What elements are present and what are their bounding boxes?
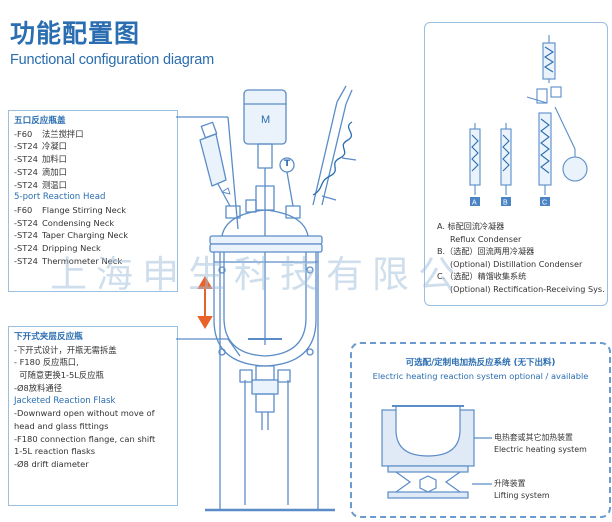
stirring-neck xyxy=(255,185,275,211)
flask-line-zh: 可随意更换1-5L反应瓶 xyxy=(14,370,104,381)
lift-platform xyxy=(387,465,469,473)
motor-label: M xyxy=(261,114,271,126)
heater-flask xyxy=(395,406,461,457)
thermometer-stem xyxy=(286,171,294,207)
heater-label-en: Electric heating system xyxy=(494,444,587,454)
flask-title-zh: 下开式夹层反应瓶 xyxy=(14,332,83,342)
callout-line xyxy=(227,338,241,357)
flask-line-zh: - F180 反应瓶口, xyxy=(14,357,79,368)
receiving-flask xyxy=(562,156,588,182)
heater-label-zh: 电热套或其它加热装置 xyxy=(494,433,573,442)
lift-label-zh: 升降装置 xyxy=(494,479,526,488)
option-b-en: (Optional) Distillation Condenser xyxy=(450,258,583,269)
badge-c: C xyxy=(542,200,547,207)
page-title: 功能配置图 xyxy=(10,19,141,48)
thermometer-label: T xyxy=(284,159,291,169)
flask-line-en: -Downward open without move of xyxy=(14,408,155,419)
condenser-options-drawing: A B C xyxy=(469,35,588,207)
neck xyxy=(225,205,241,219)
flask-line-en: head and glass fittings xyxy=(14,420,109,431)
heating-title-en: Electric heating reaction system optiona… xyxy=(372,371,589,381)
motor-coupling xyxy=(257,143,273,169)
rectification-condenser xyxy=(542,42,556,80)
callout-line xyxy=(227,116,239,230)
jacketed-flask-box: 下开式夹层反应瓶 -下开式设计，开瓶无需拆盖 - F180 反应瓶口, 可随意更… xyxy=(8,326,178,506)
head-flange xyxy=(209,235,323,245)
flask-flange xyxy=(209,243,323,253)
flask-line-en: -F180 connection flange, can shift xyxy=(14,433,156,444)
dropping-funnel xyxy=(199,133,227,187)
condenser-coil xyxy=(312,121,353,196)
lift-label-en: Lifting system xyxy=(494,490,550,500)
neck xyxy=(245,199,257,213)
heating-drawing xyxy=(381,405,492,499)
badge-b: B xyxy=(503,200,508,207)
head-title-en: 5-port Reaction Head xyxy=(14,192,106,203)
option-a-zh: A. 标配回流冷凝器 xyxy=(437,221,505,231)
head-title-zh: 五口反应瓶盖 xyxy=(14,116,66,126)
discharge-valve xyxy=(251,379,279,395)
flask-line-zh: -下开式设计，开瓶无需拆盖 xyxy=(14,344,117,355)
flask-inner xyxy=(223,244,307,357)
neck xyxy=(285,205,301,219)
option-c-zh: C.（选配）精馏收集系统 xyxy=(437,271,527,282)
condenser-tube xyxy=(312,101,338,206)
optional-condenser-box: A B C A. 标配回流冷凝器 Reflux Condenser B.（选配）… xyxy=(424,22,608,306)
lift-knob xyxy=(419,475,437,493)
lift-base xyxy=(387,491,469,499)
flask-title-en: Jacketed Reaction Flask xyxy=(14,395,116,406)
badge-a: A xyxy=(472,200,477,207)
flask-line-zh: -Ø8放料通径 xyxy=(14,382,62,393)
page-subtitle: Functional configuration diagram xyxy=(10,52,214,68)
option-b-zh: B.（选配）回流两用冷凝器 xyxy=(437,246,535,257)
lift-scissor xyxy=(395,471,461,493)
option-a-en: Reflux Condenser xyxy=(450,233,522,244)
flask-line-en: -Ø8 drift diameter xyxy=(14,459,89,470)
heating-title-zh: 可选配/定制电加热反应系统 (无下出料) xyxy=(405,358,556,368)
watermark: 上海申生科技有限公 xyxy=(50,253,464,296)
option-c-en: (Optional) Rectification-Receiving Sys. xyxy=(450,283,605,294)
electric-heating-box: 可选配/定制电加热反应系统 (无下出料) Electric heating re… xyxy=(350,342,611,518)
lift-arrow xyxy=(197,276,213,329)
flask-line-en: 1-5L reaction flasks xyxy=(14,446,96,457)
